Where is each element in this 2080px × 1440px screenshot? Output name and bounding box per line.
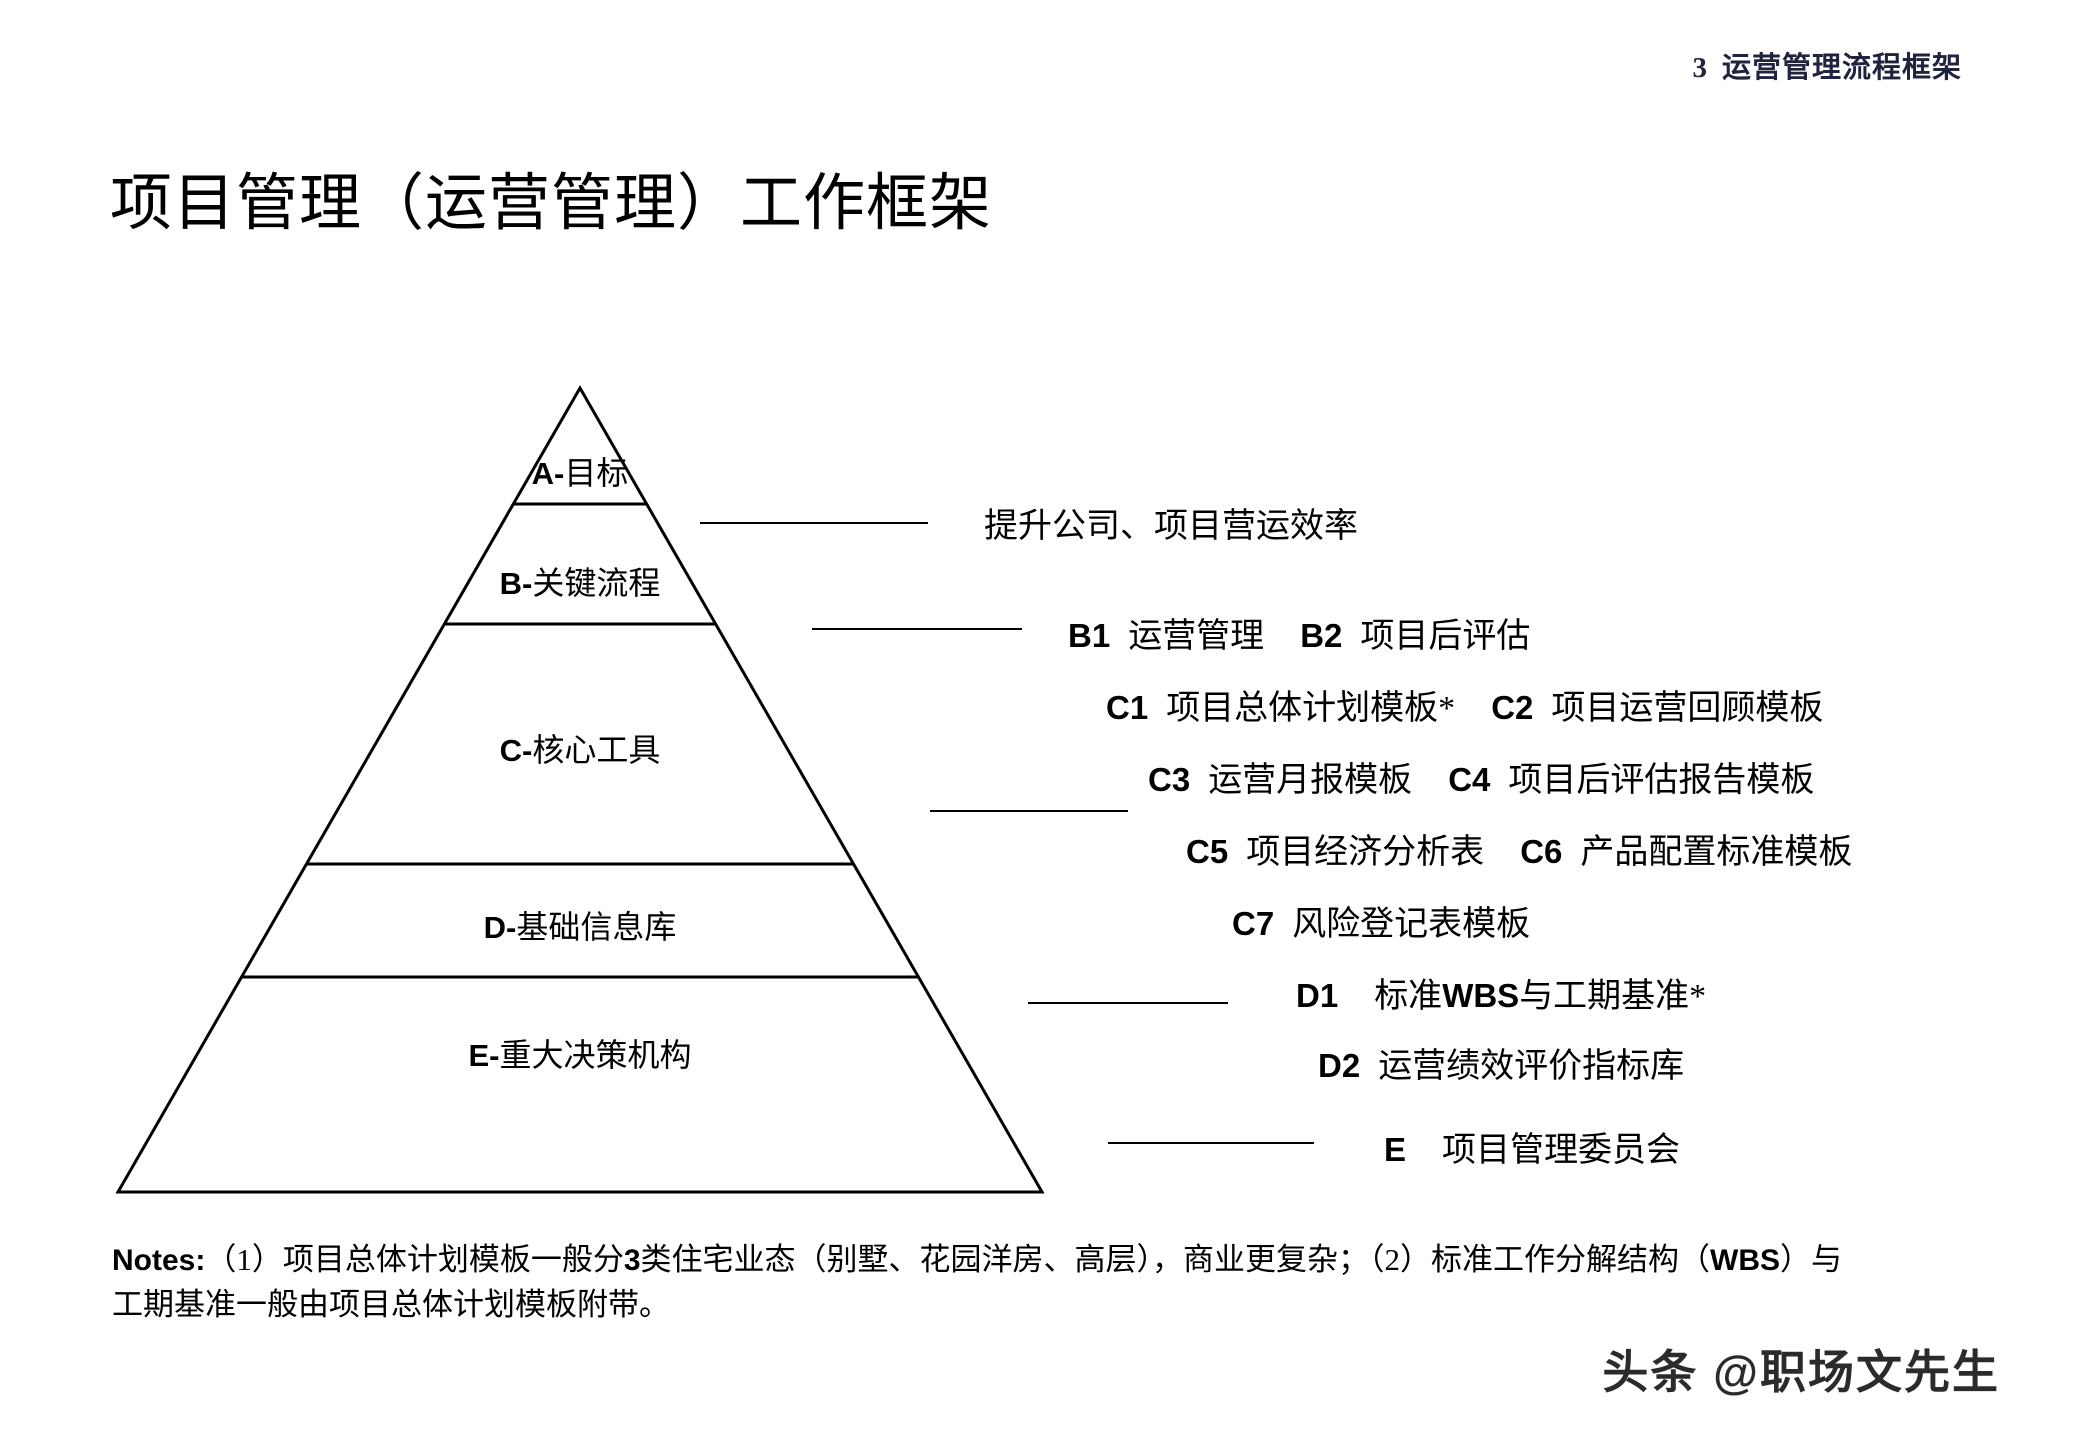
notes-block: Notes:（1）项目总体计划模板一般分3类住宅业态（别墅、花园洋房、高层），商… — [112, 1238, 1992, 1328]
annotation-b: B1 运营管理 B2 项目后评估 — [1068, 608, 1530, 657]
annotation-c2-code: C2 — [1491, 689, 1534, 726]
notes-line-2: 工期基准一般由项目总体计划模板附带。 — [112, 1286, 670, 1322]
annotation-a: 提升公司、项目营运效率 — [984, 498, 1358, 547]
annotation-c3-code: C3 — [1148, 761, 1191, 798]
chapter-header: 3 运营管理流程框架 — [1692, 44, 1962, 86]
annotation-a-text: 提升公司、项目营运效率 — [984, 508, 1358, 545]
annotation-c7-text: 风险登记表模板 — [1292, 906, 1531, 943]
annotation-c4-code: C4 — [1448, 761, 1491, 798]
watermark: 头条 @职场文先生 — [1602, 1346, 2000, 1398]
notes-line1-number: 3 — [623, 1244, 641, 1277]
notes-line1-c: ）与 — [1780, 1242, 1843, 1277]
annotation-c1-text: 项目总体计划模板* — [1166, 690, 1456, 727]
notes-label: Notes: — [112, 1244, 206, 1277]
annotation-d1-post: 与工期基准* — [1519, 978, 1707, 1015]
annotation-d-row1: D1 标准WBS与工期基准* — [1296, 968, 1706, 1017]
annotation-b2-text: 项目后评估 — [1360, 618, 1531, 655]
connector-line-d — [1028, 1002, 1228, 1004]
annotation-c7-code: C7 — [1232, 905, 1275, 942]
annotation-d-row2: D2 运营绩效评价指标库 — [1318, 1038, 1684, 1087]
annotation-c-row2: C3 运营月报模板 C4 项目后评估报告模板 — [1148, 752, 1814, 801]
annotation-c5-code: C5 — [1186, 833, 1229, 870]
annotation-c-row3: C5 项目经济分析表 C6 产品配置标准模板 — [1186, 824, 1852, 873]
annotation-c2-text: 项目运营回顾模板 — [1551, 690, 1824, 727]
annotation-b1-text: 运营管理 — [1128, 618, 1265, 655]
annotation-d2-code: D2 — [1318, 1047, 1361, 1084]
annotation-e-code: E — [1384, 1131, 1407, 1168]
connector-line-c — [930, 810, 1128, 812]
annotation-c1-code: C1 — [1106, 689, 1149, 726]
annotation-d2-text: 运营绩效评价指标库 — [1378, 1048, 1685, 1085]
notes-line-1: Notes:（1）项目总体计划模板一般分3类住宅业态（别墅、花园洋房、高层），商… — [112, 1238, 1992, 1283]
pyramid-shape — [115, 384, 1045, 1194]
annotation-c3-text: 运营月报模板 — [1208, 762, 1413, 799]
annotation-c4-text: 项目后评估报告模板 — [1508, 762, 1815, 799]
annotation-d1-code: D1 — [1296, 977, 1339, 1014]
connector-line-b — [812, 628, 1022, 630]
chapter-number: 3 — [1692, 52, 1708, 84]
chapter-title: 运营管理流程框架 — [1721, 52, 1962, 84]
annotation-c-row1: C1 项目总体计划模板* C2 项目运营回顾模板 — [1106, 680, 1823, 729]
notes-line1-a: （1）项目总体计划模板一般分 — [205, 1242, 624, 1277]
pyramid-diagram: A-目标 B-关键流程 C-核心工具 D-基础信息库 E-重大决策机构 — [100, 380, 1060, 1200]
annotation-e: E 项目管理委员会 — [1384, 1122, 1680, 1171]
annotation-b2-code: B2 — [1300, 617, 1343, 654]
notes-line1-wbs: WBS — [1710, 1244, 1781, 1277]
annotation-c-row4: C7 风险登记表模板 — [1232, 896, 1530, 945]
annotation-b1-code: B1 — [1068, 617, 1111, 654]
annotation-d1-pre: 标准 — [1374, 978, 1443, 1015]
annotation-e-text: 项目管理委员会 — [1442, 1132, 1681, 1169]
annotation-c6-text: 产品配置标准模板 — [1580, 834, 1853, 871]
annotation-d1-wbs: WBS — [1442, 977, 1520, 1014]
connector-line-e — [1108, 1142, 1314, 1144]
annotation-c6-code: C6 — [1520, 833, 1563, 870]
notes-line1-b: 类住宅业态（别墅、花园洋房、高层），商业更复杂；（2）标准工作分解结构（ — [640, 1242, 1711, 1277]
connector-line-a — [700, 522, 928, 524]
annotation-c5-text: 项目经济分析表 — [1246, 834, 1485, 871]
page-title: 项目管理（运营管理）工作框架 — [110, 170, 993, 238]
